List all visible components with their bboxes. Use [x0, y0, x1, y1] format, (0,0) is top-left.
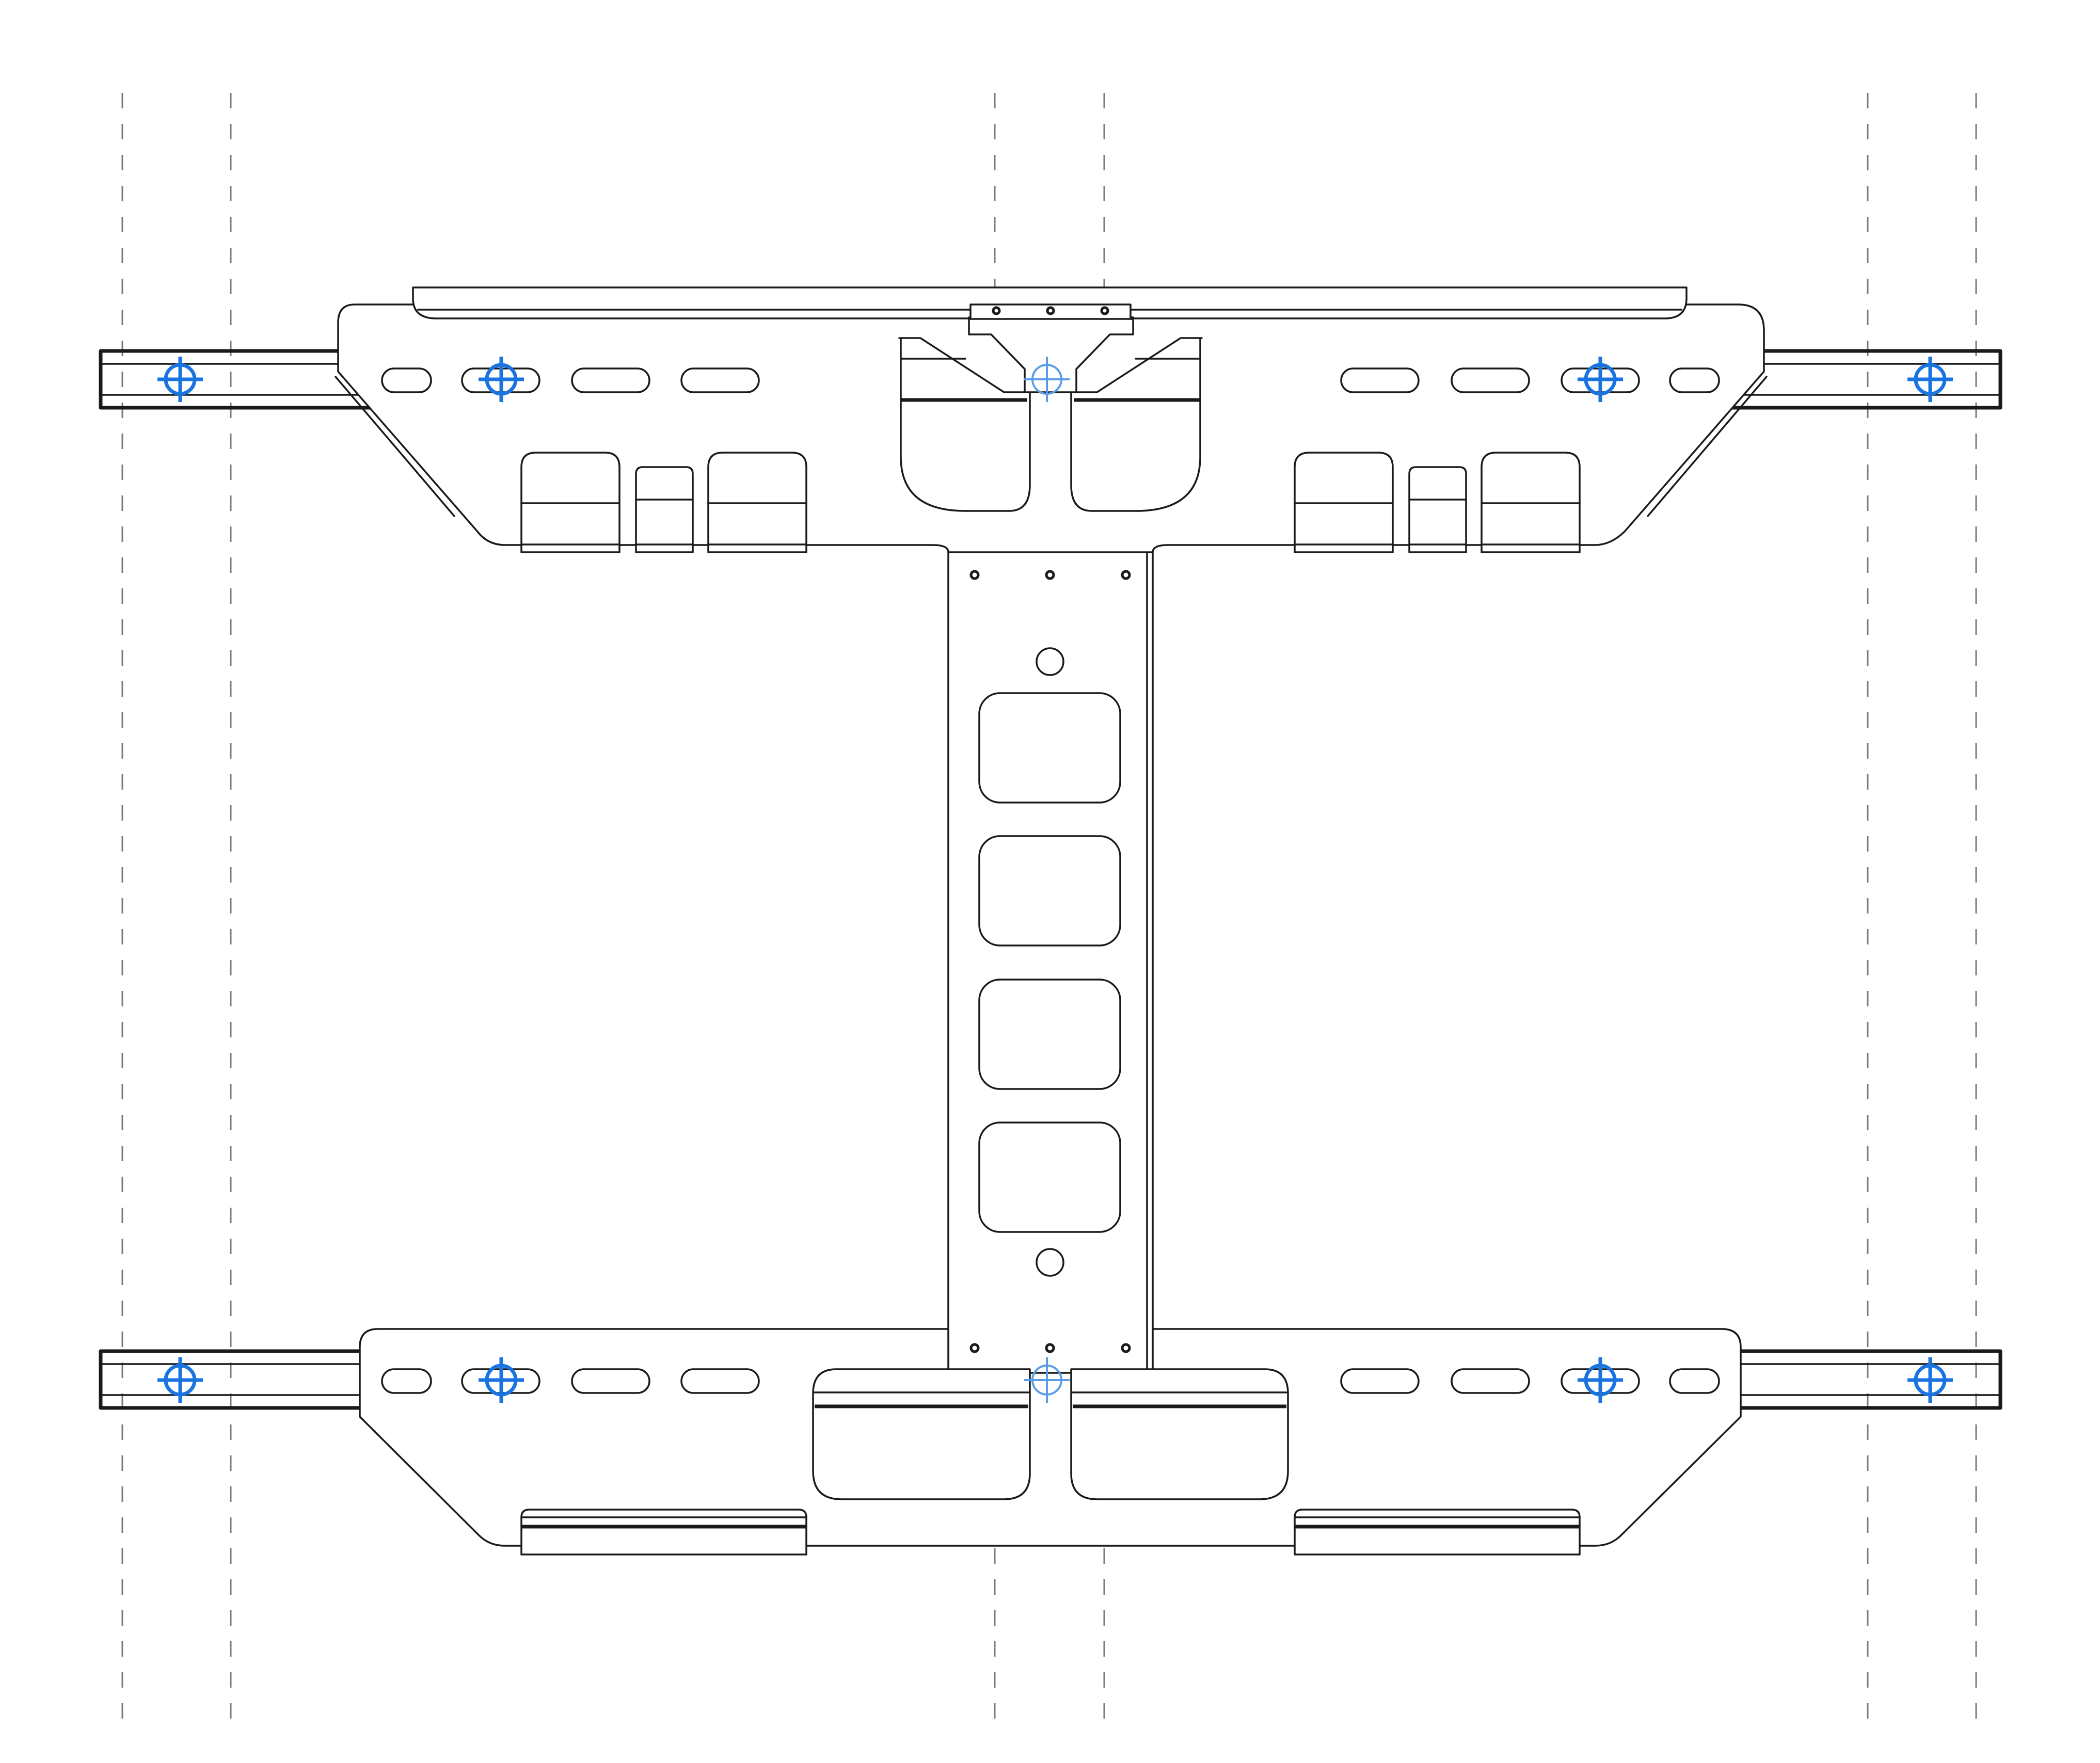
screw-hole-icon [1046, 306, 1055, 315]
crosshair-target-icon [157, 357, 203, 402]
bottom-bar [359, 1328, 1742, 1556]
spine-round-hole [1036, 1248, 1064, 1277]
crosshair-target-icon [1907, 1357, 1953, 1403]
top-hook-tabs-left [520, 452, 807, 553]
screw-hole-icon [1121, 1343, 1131, 1353]
crosshair-target-icon [1907, 357, 1953, 402]
top-center-window [898, 303, 1203, 512]
bottom-center-window [812, 1368, 1289, 1500]
top-bar-plate [337, 303, 1765, 553]
center-spine [947, 551, 1154, 1379]
crosshair-target-icon [157, 1357, 203, 1403]
screw-hole-icon [1121, 570, 1131, 580]
center-clamp [968, 303, 1134, 393]
window-right [1070, 337, 1203, 512]
crosshair-target-icon [1024, 1357, 1070, 1403]
slot-hole [680, 1368, 760, 1394]
screw-hole-icon [1100, 306, 1109, 315]
crosshair-target-icon [1578, 357, 1623, 402]
slot-hole [1669, 1368, 1720, 1394]
spine-cutouts [978, 692, 1121, 1233]
screw-hole-icon [969, 570, 980, 580]
slot-hole [571, 1368, 650, 1394]
spine-cutout [978, 692, 1121, 804]
bottom-tabs [520, 1509, 1581, 1556]
window-left [812, 1368, 1031, 1500]
slot-hole [381, 367, 432, 393]
hook-tab [1408, 466, 1467, 553]
window-right [1070, 1368, 1289, 1500]
top-lip [412, 286, 1688, 319]
slot-hole [571, 367, 650, 393]
screw-hole-icon [992, 306, 1001, 315]
bottom-tab [520, 1509, 807, 1556]
top-bar [335, 286, 1768, 553]
spine-screw-dots [969, 570, 1131, 1353]
crosshair-target-icon [479, 1357, 524, 1403]
window-left [898, 337, 1031, 512]
slot-hole [1451, 1368, 1530, 1394]
slot-hole [381, 1368, 432, 1394]
slot-hole [1340, 367, 1420, 393]
spine-cutout [978, 979, 1121, 1090]
slot-hole [1451, 367, 1530, 393]
screw-hole-icon [1045, 1343, 1055, 1353]
slot-hole [1669, 367, 1720, 393]
screw-hole-icon [969, 1343, 980, 1353]
crosshair-target-icon [479, 357, 524, 402]
spine-cutout [978, 1121, 1121, 1233]
target-markers [157, 357, 1953, 1403]
crosshair-target-icon [1578, 1357, 1623, 1403]
top-hook-tabs-right [1294, 452, 1581, 553]
screw-hole-icon [1045, 570, 1055, 580]
slot-hole [680, 367, 760, 393]
hook-tab [635, 466, 694, 553]
crosshair-target-icon [1024, 357, 1070, 402]
slot-hole [1340, 1368, 1420, 1394]
bottom-tab [1294, 1509, 1581, 1556]
spine-cutout [978, 835, 1121, 947]
spine-plate [947, 551, 1154, 1379]
spine-round-hole [1036, 647, 1064, 676]
